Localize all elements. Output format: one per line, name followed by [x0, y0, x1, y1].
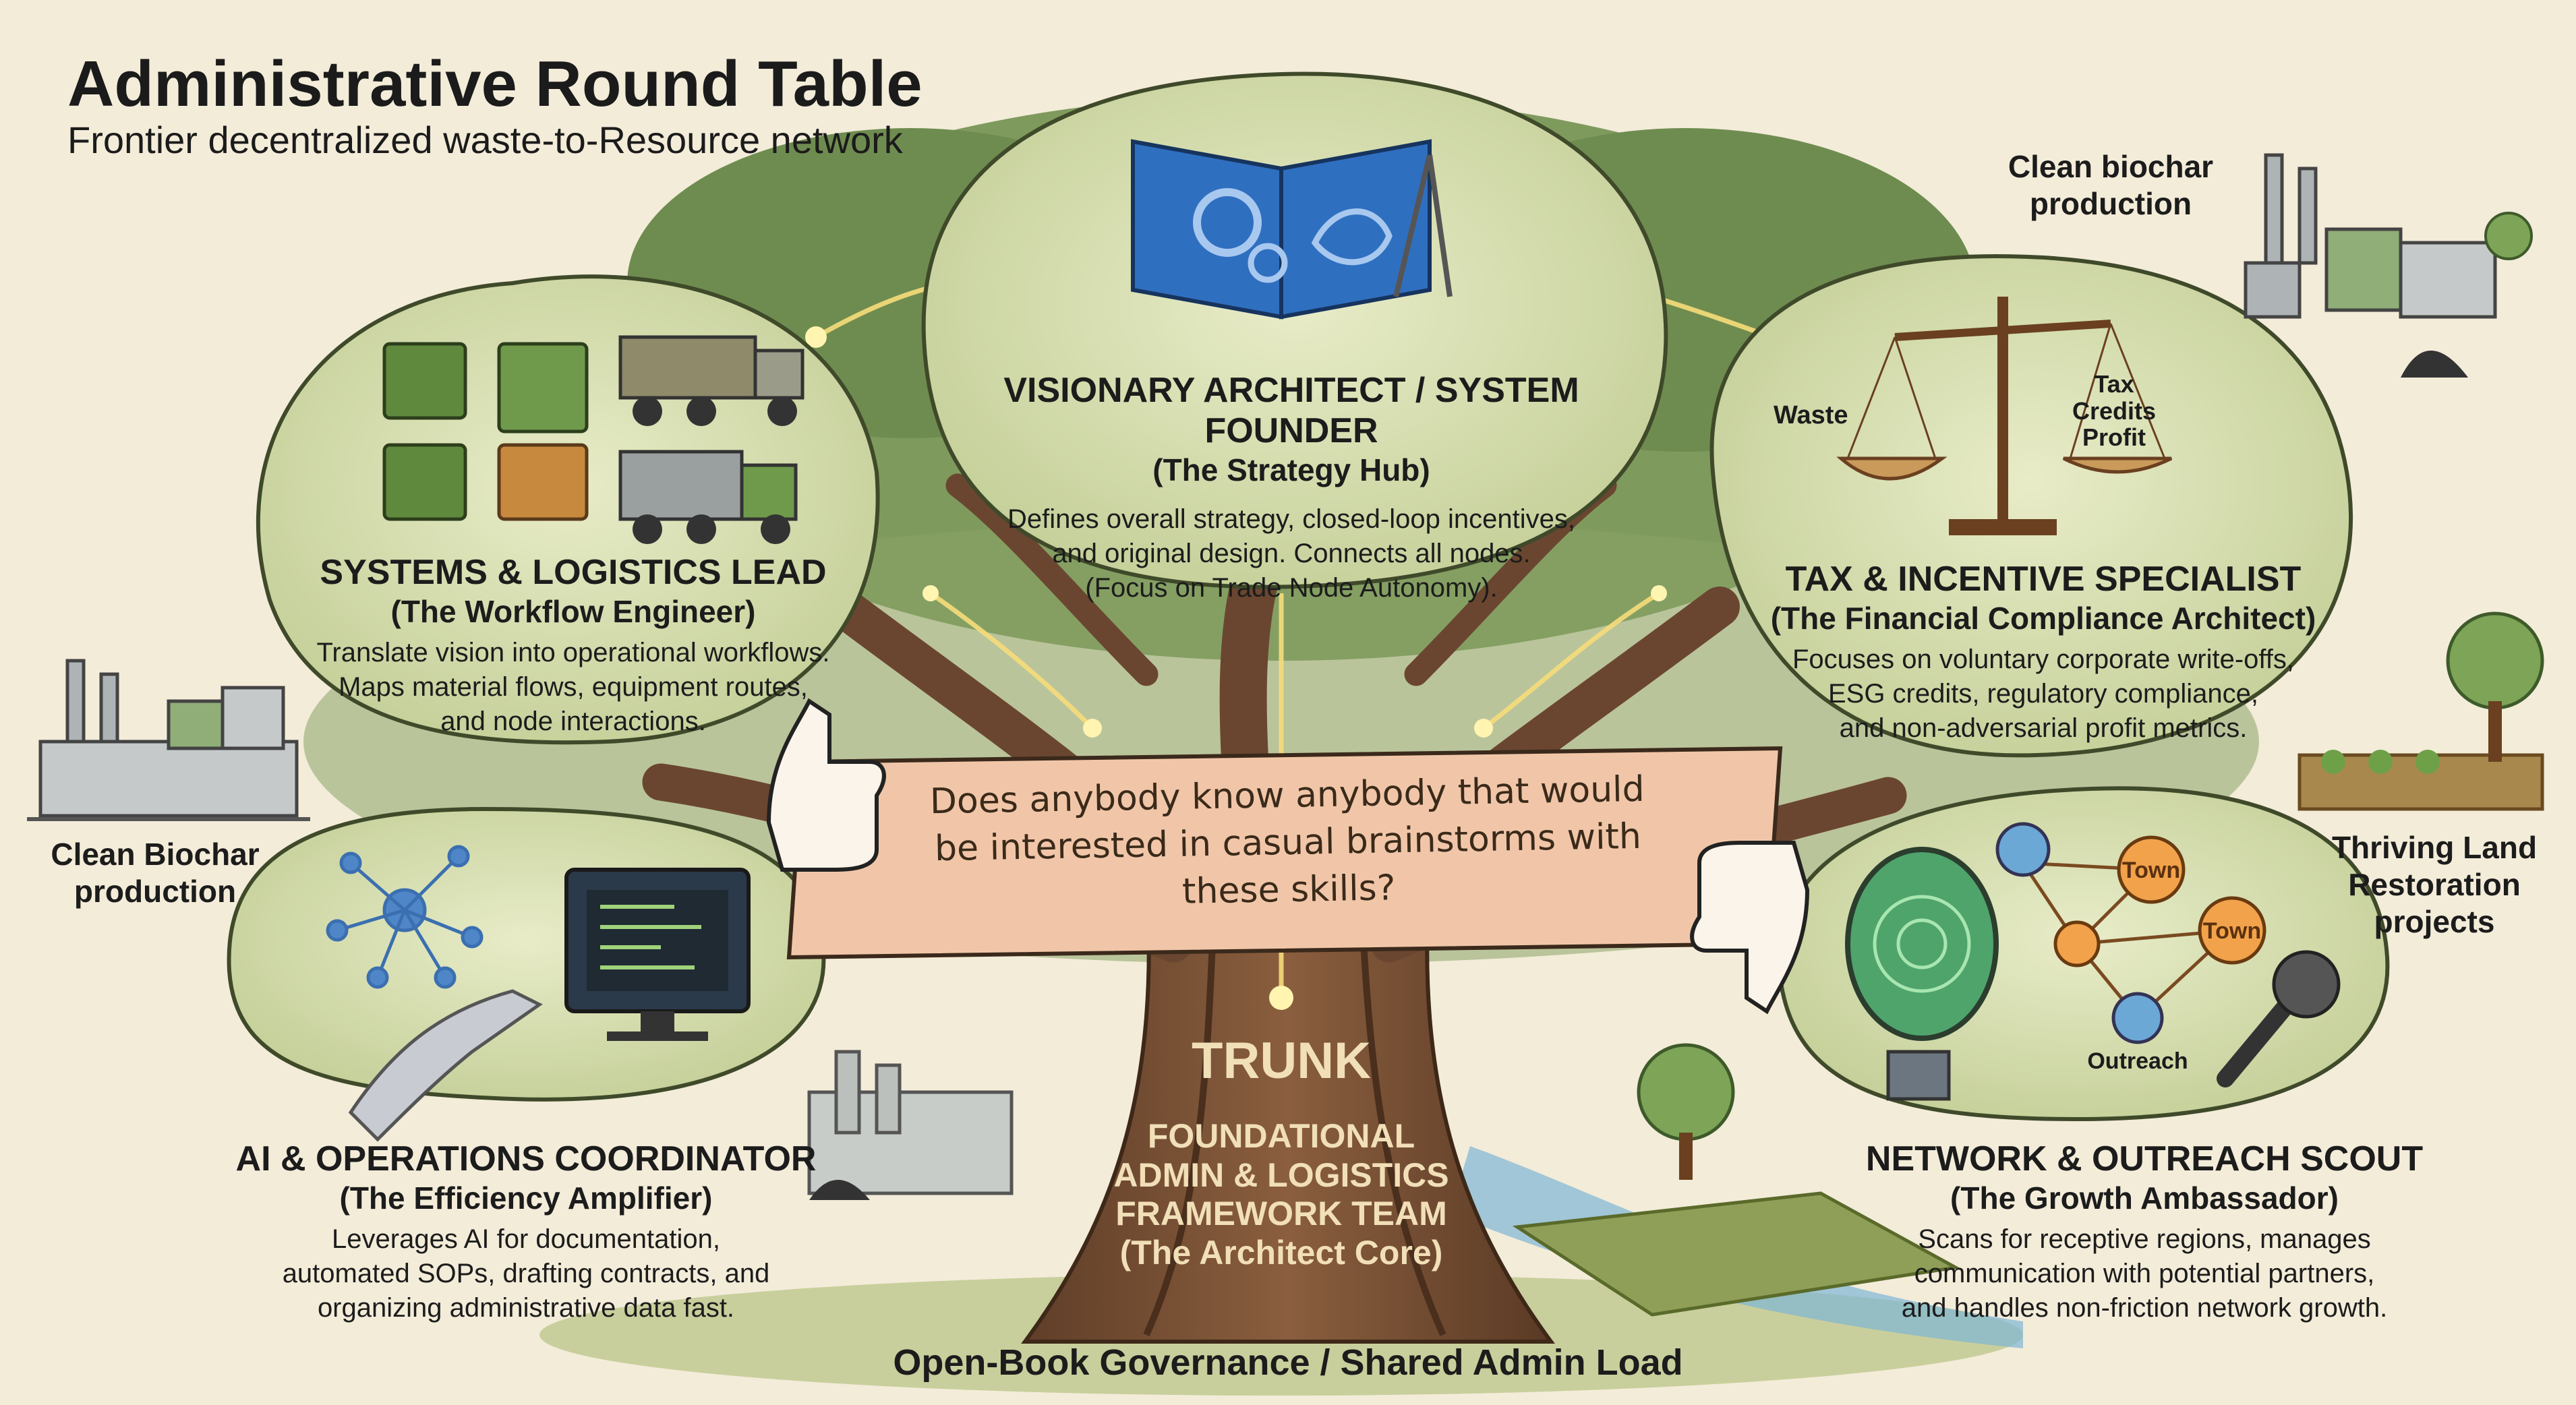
microphone-icon: [2217, 950, 2341, 1087]
land-restoration-icon: [2297, 611, 2544, 811]
factory-left-icon: [27, 659, 310, 821]
trunk-line-1: FOUNDATIONAL: [1147, 1117, 1415, 1155]
ai-alias: (The Efficiency Amplifier): [339, 1180, 713, 1216]
label-land-restoration-line-2: Restoration: [2348, 867, 2521, 903]
logistics-role-block: SYSTEMS & LOGISTICS LEAD (The Workflow E…: [270, 553, 877, 740]
logistics-desc-3: and node interactions.: [440, 707, 706, 737]
center-role-block: VISIONARY ARCHITECT / SYSTEM FOUNDER (Th…: [944, 371, 1639, 605]
logistics-desc-2: Maps material flows, equipment routes,: [339, 672, 808, 702]
factory-top-right-icon: [2244, 153, 2533, 378]
ai-desc-3: organizing administrative data fast.: [317, 1293, 735, 1323]
factory-bottom-icon: [807, 1050, 1014, 1200]
center-role: VISIONARY ARCHITECT / SYSTEM FOUNDER: [1003, 371, 1579, 450]
tax-role-block: TAX & INCENTIVE SPECIALIST (The Financia…: [1747, 560, 2340, 746]
ai-desc-1: Leverages AI for documentation,: [332, 1224, 720, 1254]
ai-role: AI & OPERATIONS COORDINATOR: [235, 1139, 817, 1178]
balance-scale-icon: [1836, 297, 2173, 535]
logistics-desc-1: Translate vision into operational workfl…: [316, 637, 830, 667]
network-alias: (The Growth Ambassador): [1950, 1180, 2339, 1216]
label-biochar-left: Clean Biochar production: [27, 836, 283, 910]
map-node-town-1: Town: [2121, 858, 2181, 883]
thumbs-up-icon: [766, 698, 886, 872]
tax-desc-2: ESG credits, regulatory compliance,: [1827, 679, 2259, 709]
trunk-title: TRUNK: [1192, 1032, 1371, 1089]
label-biochar-top-right-line-2: production: [2029, 186, 2192, 222]
label-biochar-top-right: Clean biochar production: [1983, 148, 2239, 222]
scale-label-profit: Profit: [2082, 423, 2146, 452]
map-node-outreach: Outreach: [2087, 1048, 2188, 1074]
ai-role-block: AI & OPERATIONS COORDINATOR (The Efficie…: [175, 1139, 877, 1326]
network-desc-1: Scans for receptive regions, manages: [1918, 1224, 2371, 1254]
trunk-line-3: FRAMEWORK TEAM: [1115, 1195, 1447, 1232]
robot-hand-icon: [348, 989, 543, 1142]
center-desc-3: (Focus on Trade Node Autonomy).: [1085, 573, 1498, 603]
logistics-alias: (The Workflow Engineer): [390, 593, 756, 629]
computer-monitor-icon: [564, 868, 751, 1041]
scale-label-right: Tax Credits Profit: [2063, 371, 2165, 451]
blueprint-book-icon: [1131, 139, 1453, 320]
map-nodes: [1995, 822, 2266, 1044]
garbage-truck-icon: [618, 450, 798, 544]
waste-bins-icon: [382, 342, 589, 521]
center-alias: (The Strategy Hub): [1152, 452, 1430, 487]
logistics-role: SYSTEMS & LOGISTICS LEAD: [320, 553, 827, 592]
label-land-restoration-line-1: Thriving Land: [2331, 830, 2538, 865]
thumbs-down-icon: [1690, 841, 1810, 1015]
tax-role: TAX & INCENTIVE SPECIALIST: [1785, 560, 2302, 599]
scale-label-waste: Waste: [1774, 401, 1848, 429]
label-land-restoration: Thriving Land Restoration projects: [2306, 829, 2563, 941]
dump-truck-icon: [618, 335, 804, 426]
tax-alias: (The Financial Compliance Architect): [1770, 600, 2316, 636]
center-desc-2: and original design. Connects all nodes.: [1052, 538, 1531, 568]
trunk-label-block: TRUNK FOUNDATIONAL ADMIN & LOGISTICS FRA…: [1092, 1032, 1470, 1272]
network-desc-3: and handles non-friction network growth.: [1901, 1293, 2388, 1323]
bubble-center: [921, 71, 1668, 589]
map-node-town-2: Town: [2202, 918, 2262, 944]
tree-trunk: [1021, 874, 1555, 1344]
label-land-restoration-line-3: projects: [2374, 904, 2495, 940]
tax-desc-1: Focuses on voluntary corporate write-off…: [1792, 644, 2295, 674]
page-title: Administrative Round Table: [67, 48, 923, 120]
trunk-line-2: ADMIN & LOGISTICS: [1113, 1156, 1449, 1194]
network-role-block: NETWORK & OUTREACH SCOUT (The Growth Amb…: [1794, 1139, 2495, 1326]
scale-label-credits: Credits: [2072, 396, 2157, 425]
tax-desc-3: and non-adversarial profit metrics.: [1839, 713, 2248, 744]
farm-fields-icon: [1512, 1043, 1961, 1317]
trunk-line-4: (The Architect Core): [1119, 1233, 1443, 1272]
radar-dish-icon: [1845, 847, 1999, 1101]
label-biochar-left-line-1: Clean Biochar: [51, 837, 260, 872]
scale-label-tax: Tax: [2094, 370, 2134, 398]
label-biochar-top-right-line-1: Clean biochar: [2008, 149, 2214, 184]
ai-network-icon: [326, 845, 484, 989]
center-desc-1: Defines overall strategy, closed-loop in…: [1007, 504, 1575, 534]
ai-desc-2: automated SOPs, drafting contracts, and: [282, 1259, 770, 1289]
label-biochar-left-line-2: production: [74, 874, 237, 909]
network-desc-2: communication with potential partners,: [1914, 1259, 2375, 1289]
footer-caption: Open-Book Governance / Shared Admin Load: [893, 1342, 1683, 1383]
network-role: NETWORK & OUTREACH SCOUT: [1865, 1139, 2424, 1178]
banner-question: Does anybody know anybody that would be …: [821, 764, 1754, 922]
bubble-tax: [1709, 253, 2353, 758]
page-subtitle: Frontier decentralized waste-to-Resource…: [67, 119, 903, 161]
